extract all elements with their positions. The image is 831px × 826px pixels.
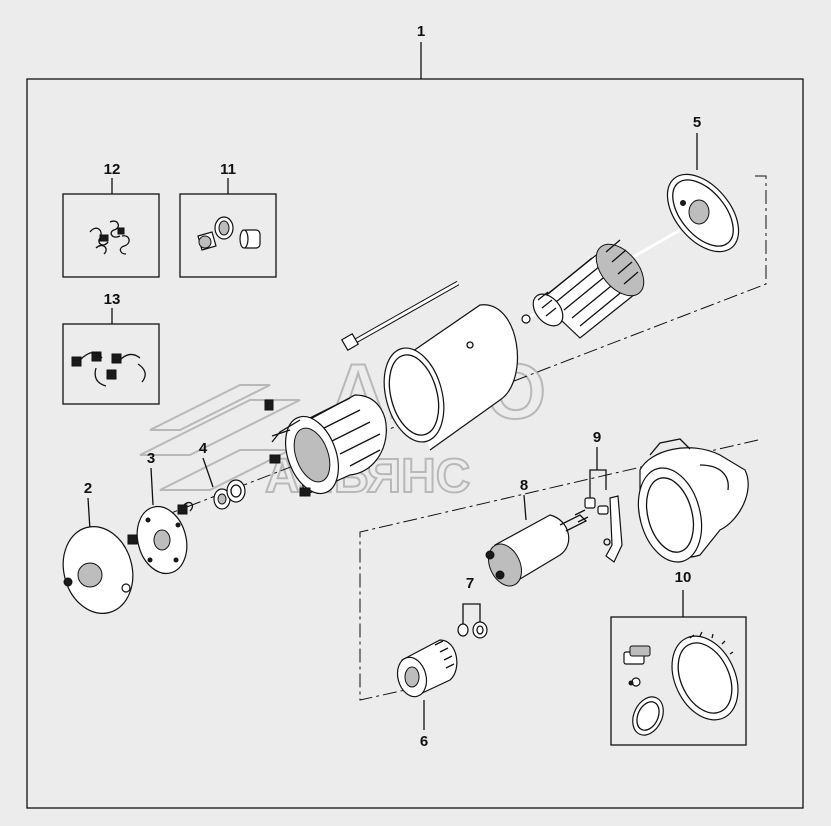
drive-end-housing-5: 5: [666, 114, 740, 253]
commutator-end-frame-2: 2: [62, 480, 134, 615]
callout-11: 11: [220, 161, 236, 178]
brushes-icon: [71, 351, 146, 387]
callout-4: 4: [199, 440, 208, 457]
solenoid-8: 8: [485, 477, 589, 587]
kit-box-13: 13: [62, 291, 160, 405]
field-coil: [264, 394, 387, 497]
callout-7: 7: [466, 575, 474, 592]
armature: [521, 228, 681, 339]
brush-springs-icon: [89, 220, 130, 255]
pinion-drive-6: 6: [396, 639, 458, 750]
assembly-frame: [26, 78, 804, 809]
callout-3: 3: [147, 450, 155, 467]
through-bolt: [340, 280, 460, 352]
bushings-icon: [197, 216, 261, 251]
drive-housing: [637, 438, 749, 563]
bushing-4: 4: [199, 440, 246, 510]
callout-6: 6: [420, 733, 428, 750]
brush-holder-plate-3: 3: [127, 450, 194, 575]
axis-lines: [152, 175, 767, 701]
callout-1: 1: [417, 23, 425, 40]
callout-2: 2: [84, 480, 92, 497]
kit-box-10: 10: [610, 569, 747, 746]
callout-9: 9: [593, 429, 601, 446]
kit-box-11: 11: [179, 161, 277, 278]
callout-5: 5: [693, 114, 701, 131]
yoke-housing: [383, 304, 519, 451]
callout-12: 12: [104, 161, 121, 178]
kit-box-12: 12: [62, 161, 160, 278]
callout-13: 13: [104, 291, 121, 308]
callout-8: 8: [520, 477, 528, 494]
gear-ring-kit-icon: [623, 631, 739, 736]
retainer-ring-7: 7: [457, 575, 488, 639]
callout-10: 10: [675, 569, 692, 586]
shift-lever-9: 9: [584, 429, 623, 563]
